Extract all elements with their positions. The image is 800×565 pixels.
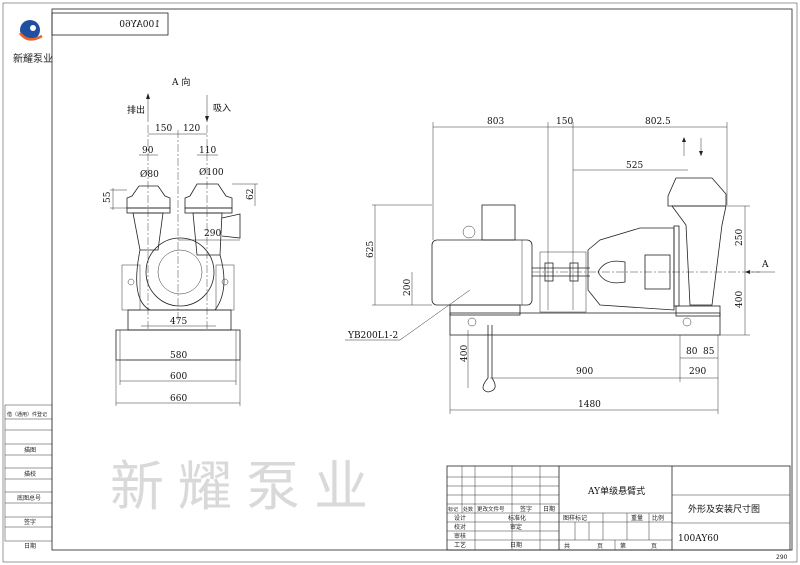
suction-label: 吸入	[213, 103, 231, 114]
left-col-label: 描图	[24, 446, 36, 454]
tb-header: 签字	[520, 505, 532, 513]
tb-header: 处数	[463, 506, 473, 513]
view-label: A 向	[171, 76, 190, 88]
brand-logo: 新耀泵业	[13, 20, 53, 65]
inner-frame	[51, 8, 793, 551]
dim-1480: 1480	[578, 400, 601, 410]
dim-120: 120	[183, 124, 200, 134]
dim-150: 150	[155, 124, 172, 134]
tb-row-label: 工艺	[454, 541, 466, 549]
tb-header: 更改文件号	[477, 505, 505, 513]
dim-150-side: 150	[556, 117, 573, 127]
dim-phi80: Ø80	[140, 169, 159, 180]
side-view: 803 150 802.5 525 625 200	[345, 117, 775, 414]
left-col-label: 底图总号	[17, 494, 41, 502]
left-col-label: 签字	[24, 518, 36, 526]
dim-80: 80	[686, 347, 698, 357]
brand-name: 新耀泵业	[13, 52, 53, 65]
dim-phi100: Ø100	[199, 167, 224, 178]
tb-header: 日期	[543, 505, 555, 513]
mirrored-label-box	[51, 12, 169, 36]
dim-110: 110	[199, 146, 216, 156]
tb-row-label: 校对	[454, 523, 466, 531]
discharge-label: 排出	[127, 104, 145, 116]
dim-290: 290	[204, 229, 221, 239]
dim-580: 580	[170, 351, 187, 361]
motor-model-label: YB200L1-2	[347, 331, 398, 341]
tb-row-label: 审定	[510, 523, 522, 531]
left-col-label: 日期	[24, 542, 36, 550]
dim-400-right: 400	[735, 291, 745, 308]
dim-290-side: 290	[689, 367, 706, 377]
dim-900: 900	[576, 367, 593, 377]
view-arrow-label: A	[761, 260, 769, 270]
front-view: A 向 排出 吸入 150 120 90 110 Ø80 Ø100 290 55	[103, 76, 258, 406]
tb-header: 标记	[448, 506, 458, 513]
page-number: 290	[776, 554, 788, 561]
dim-55: 55	[103, 191, 113, 203]
dim-250: 250	[735, 229, 745, 246]
title-block: 标记 处数 更改文件号 签字 日期 设计 标准化 校对 审定 审核 工艺 日期 …	[446, 465, 791, 551]
left-column-table: 借（通用）件登记 描图 描校 底图总号 签字 日期	[4, 404, 53, 550]
page-label: 页	[597, 543, 603, 550]
dim-475: 475	[170, 317, 187, 327]
dim-400-left: 400	[460, 345, 470, 362]
dim-525: 525	[626, 161, 643, 171]
drawing-title: 外形及安装尺寸图	[688, 503, 760, 515]
tb-row-label: 日期	[510, 541, 522, 549]
dim-600: 600	[170, 372, 187, 382]
scale-label: 比例	[652, 514, 664, 522]
watermark: 新耀泵业	[110, 455, 382, 518]
left-col-label: 借（通用）件登记	[7, 411, 47, 418]
total-label: 共	[564, 542, 570, 550]
dim-62: 62	[246, 189, 256, 200]
dim-85: 85	[703, 347, 715, 357]
dim-200: 200	[403, 279, 413, 296]
dim-802-5: 802.5	[645, 117, 671, 127]
dim-90: 90	[142, 146, 154, 156]
left-col-label: 描校	[24, 470, 36, 478]
dim-625: 625	[366, 241, 376, 258]
dim-803: 803	[487, 117, 504, 127]
tb-row-label: 设计	[454, 514, 466, 522]
dim-660: 660	[170, 394, 187, 404]
mirrored-drawing-number: 100AY60	[119, 20, 160, 30]
tb-row-label: 审核	[454, 532, 466, 540]
page-label: 页	[651, 543, 657, 550]
product-type: AY单级悬臂式	[587, 485, 645, 497]
sheet-label: 第	[620, 542, 626, 550]
tb-row-label: 标准化	[508, 514, 526, 522]
drawing-mark-label: 图样标记	[563, 514, 587, 522]
drawing-number: 100AY60	[678, 534, 719, 544]
weight-label: 重量	[631, 514, 643, 522]
